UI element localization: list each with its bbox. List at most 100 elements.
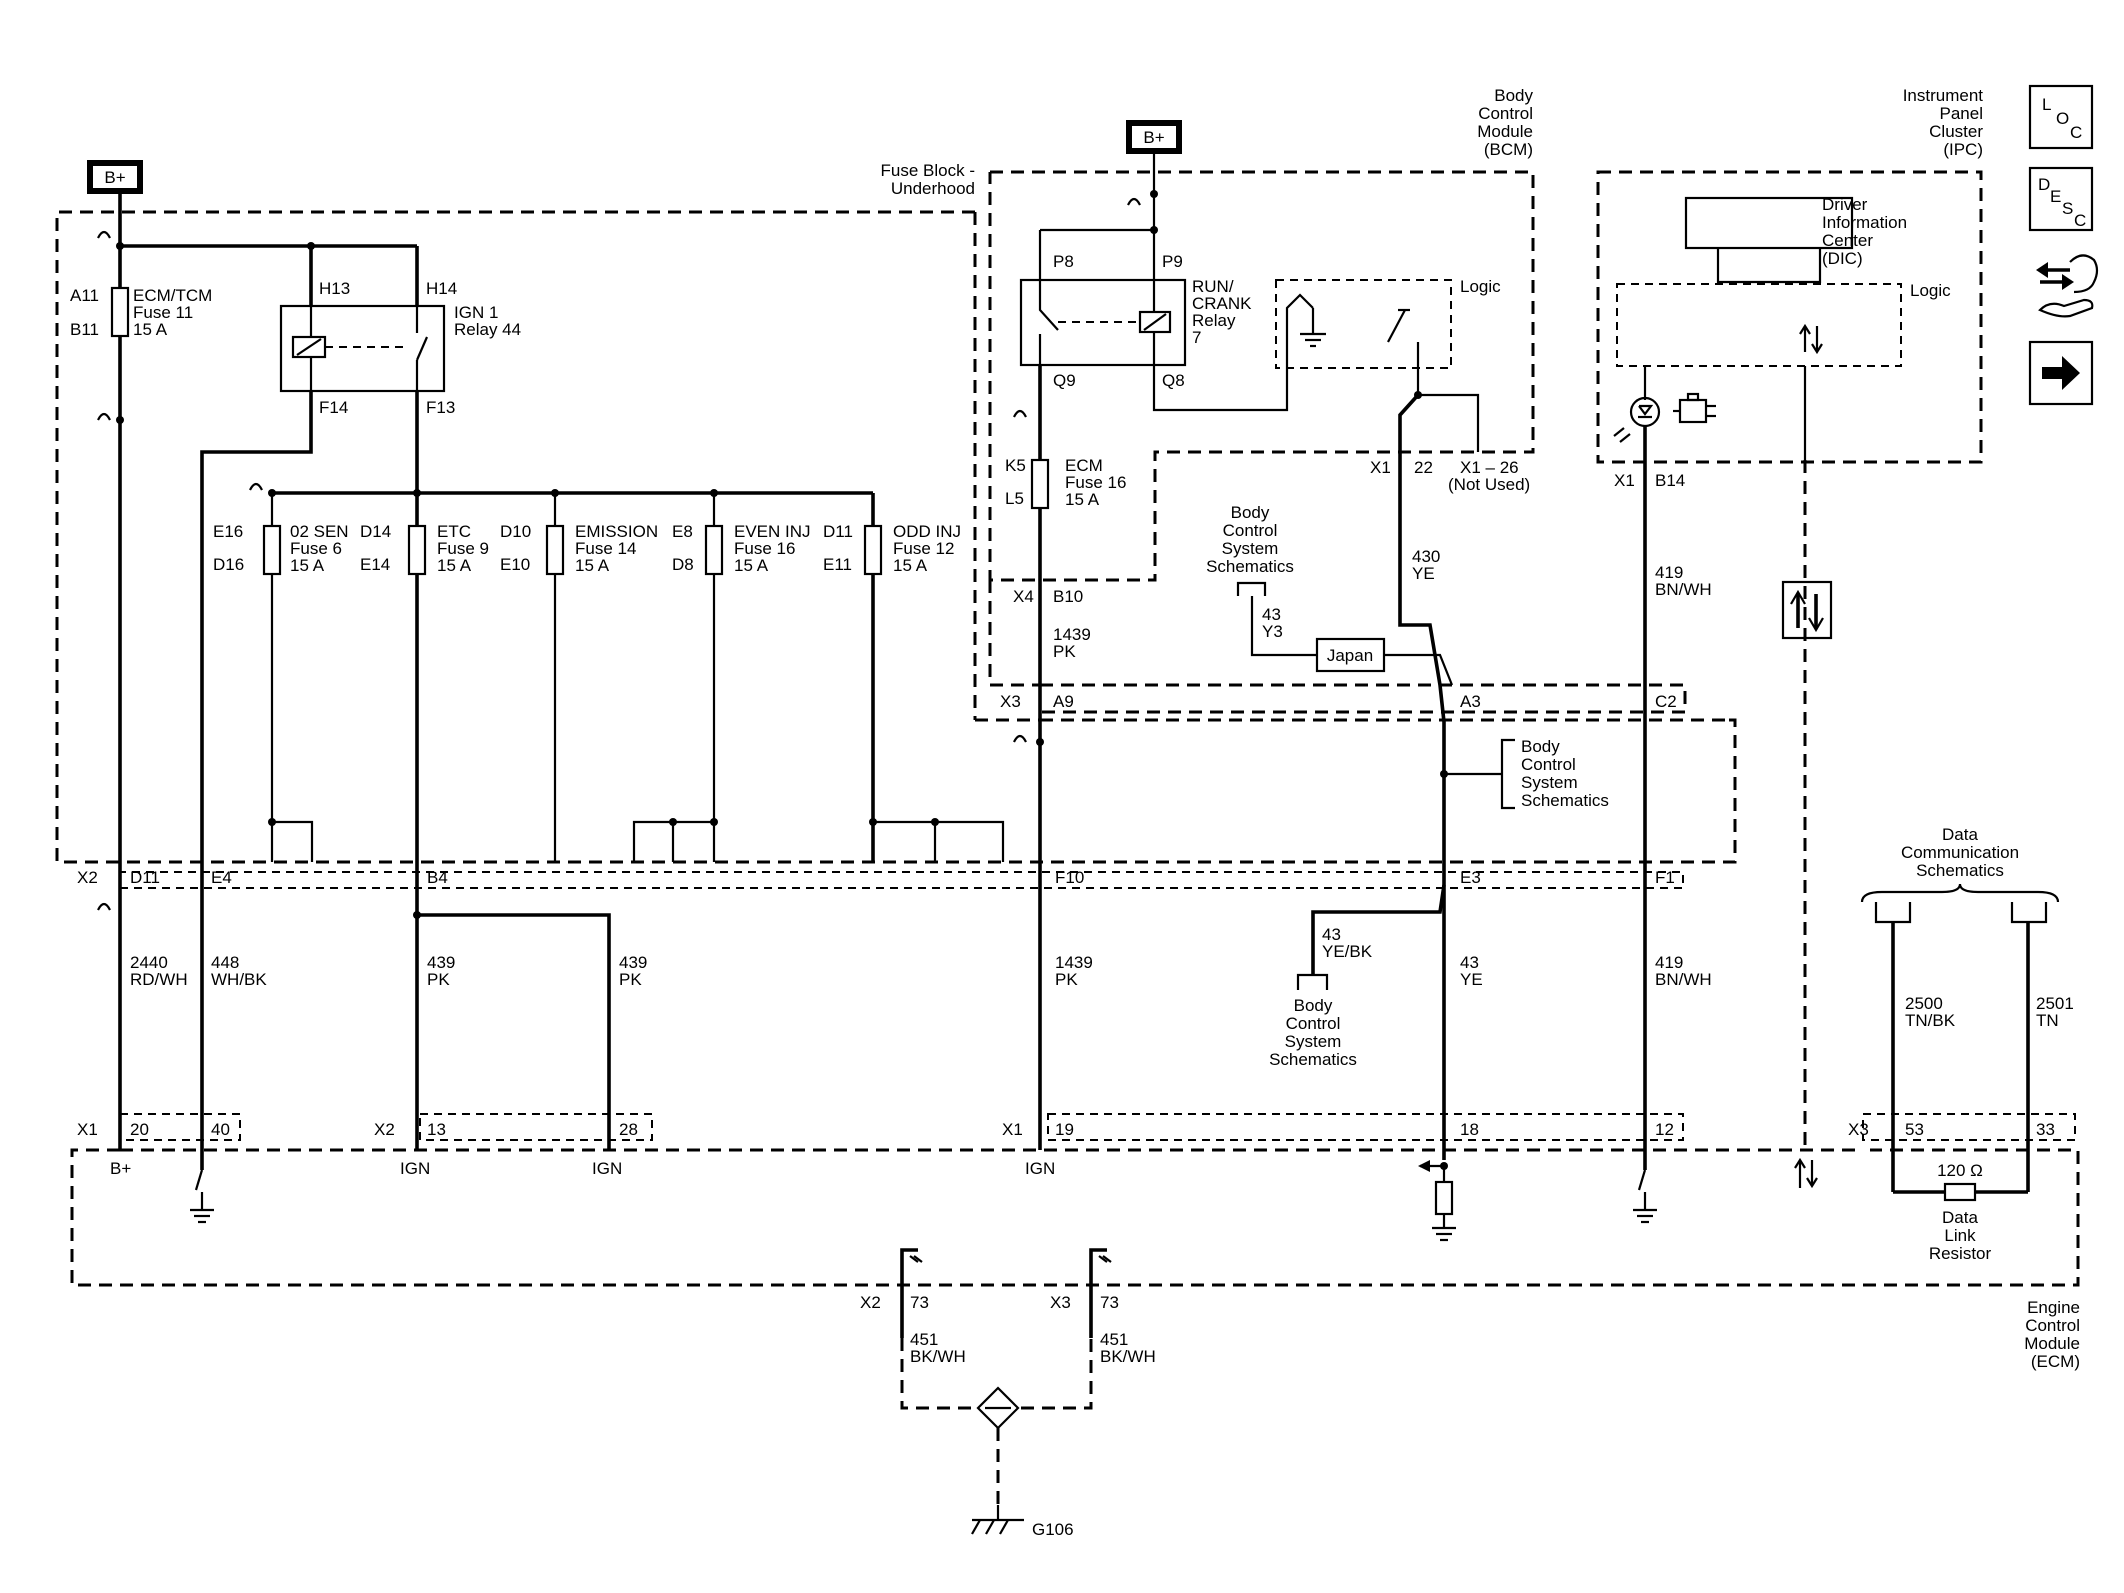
ign1-pin-f14: F14: [319, 398, 348, 417]
ecm-x1-label: X1: [77, 1120, 98, 1139]
loc-letter-o: O: [2056, 109, 2069, 128]
ecm-x1-pin-40: 40: [211, 1120, 230, 1139]
harness-icon[interactable]: [2036, 254, 2099, 318]
conn-b10: B10: [1053, 587, 1083, 606]
ecm-input-pulldown: [1418, 1160, 1456, 1242]
ipc-logic-label: Logic: [1910, 281, 1951, 300]
fuse-ecm-tcm: [110, 286, 130, 338]
ecm-x1b-pin-19: 19: [1055, 1120, 1074, 1139]
bplus-source-1: [87, 160, 143, 194]
fuse-ecm-tcm-pin-b: B11: [70, 320, 99, 339]
conn-x1-26: X1 – 26(Not Used): [1448, 458, 1530, 494]
ipc-boundary: [1596, 170, 1983, 464]
ipc-logic-arrows-icon: [1799, 323, 1823, 355]
pin-func-ign-2: IGN: [592, 1159, 622, 1178]
ign1-pin-h14: H14: [426, 279, 457, 298]
bcm-boundary: [988, 170, 1687, 714]
run-crank-pin-p8: P8: [1053, 252, 1074, 271]
fuse-emission: [545, 524, 565, 576]
fuse-02-sen: [262, 524, 282, 576]
fuse-ecm-tcm-pin-a: A11: [70, 286, 99, 305]
conn-x2: X2: [77, 868, 98, 887]
ecm-ground-x2: [900, 1248, 923, 1338]
fuse-02-sen-pin-a: E16: [213, 522, 243, 541]
bplus-source-2: [1126, 120, 1182, 154]
ecm-x1b-pin-18: 18: [1460, 1120, 1479, 1139]
next-page-button[interactable]: [2028, 340, 2094, 406]
chassis-ground-icon: [971, 1505, 1024, 1535]
fuse-ecm16: [1030, 458, 1050, 510]
conn-a3: A3: [1460, 692, 1481, 711]
japan-option-label: Japan: [1327, 646, 1373, 665]
resistor-value: 120 Ω: [1937, 1161, 1983, 1180]
ipc-logic-box: [1616, 283, 1902, 367]
ign1-relay: [279, 304, 446, 393]
splice-diamond: [976, 1386, 1020, 1430]
ecm-x2-pin-28: 28: [619, 1120, 638, 1139]
fuse-emission-pin-a: D10: [500, 522, 531, 541]
ground-symbol-419: [1633, 1169, 1657, 1224]
conn-x3: X3: [1000, 692, 1021, 711]
loc-button[interactable]: L O C: [2028, 84, 2094, 150]
fuse-block-title: Fuse Block -Underhood: [881, 161, 975, 198]
conn-c2: C2: [1655, 692, 1677, 711]
fuse-odd-inj: [863, 524, 883, 576]
loc-letter-c: C: [2070, 123, 2082, 142]
data-link-resistor: [1943, 1182, 1977, 1202]
run-crank-relay: [1019, 278, 1187, 367]
engine-icon: [1673, 392, 1716, 424]
fuse-etc-pin-a: D14: [360, 522, 391, 541]
conn-e4: E4: [211, 868, 232, 887]
fuse-odd-inj-pin-a: D11: [823, 522, 853, 541]
conn-a9: A9: [1053, 692, 1074, 711]
fuse-even-inj: [704, 524, 724, 576]
conn-x4: X4: [1013, 587, 1034, 606]
conn-e3: E3: [1460, 868, 1481, 887]
ground-symbol-448: [190, 1169, 214, 1224]
connector-row-1-dash: [120, 871, 1684, 889]
ign1-pin-h13: H13: [319, 279, 350, 298]
run-crank-pin-q8: Q8: [1162, 371, 1185, 390]
conn-b4: B4: [427, 868, 448, 887]
ecm-x3-label: X3: [1848, 1120, 1869, 1139]
bcm-logic-label: Logic: [1460, 277, 1501, 296]
ecm-x1-pin-20: 20: [130, 1120, 149, 1139]
fuse-ecm16-pin-b: L5: [1005, 489, 1024, 508]
fuse-block-boundary: [55, 210, 1737, 864]
desc-letter-e: E: [2050, 187, 2061, 206]
fuse-odd-inj-pin-b: E11: [823, 555, 852, 574]
ecm-x2-pin-13: 13: [427, 1120, 446, 1139]
dic-box: [1684, 196, 1854, 250]
fuse-emission-pin-b: E10: [500, 555, 530, 574]
ecm-x1b-label: X1: [1002, 1120, 1023, 1139]
ecm-x3-pin-53: 53: [1905, 1120, 1924, 1139]
ecm-x1b-pin-12: 12: [1655, 1120, 1674, 1139]
fuse-even-inj-pin-b: D8: [672, 555, 694, 574]
desc-button[interactable]: D E S C: [2028, 166, 2094, 232]
ground-g106-label: G106: [1032, 1520, 1074, 1539]
desc-letter-c: C: [2074, 211, 2086, 230]
